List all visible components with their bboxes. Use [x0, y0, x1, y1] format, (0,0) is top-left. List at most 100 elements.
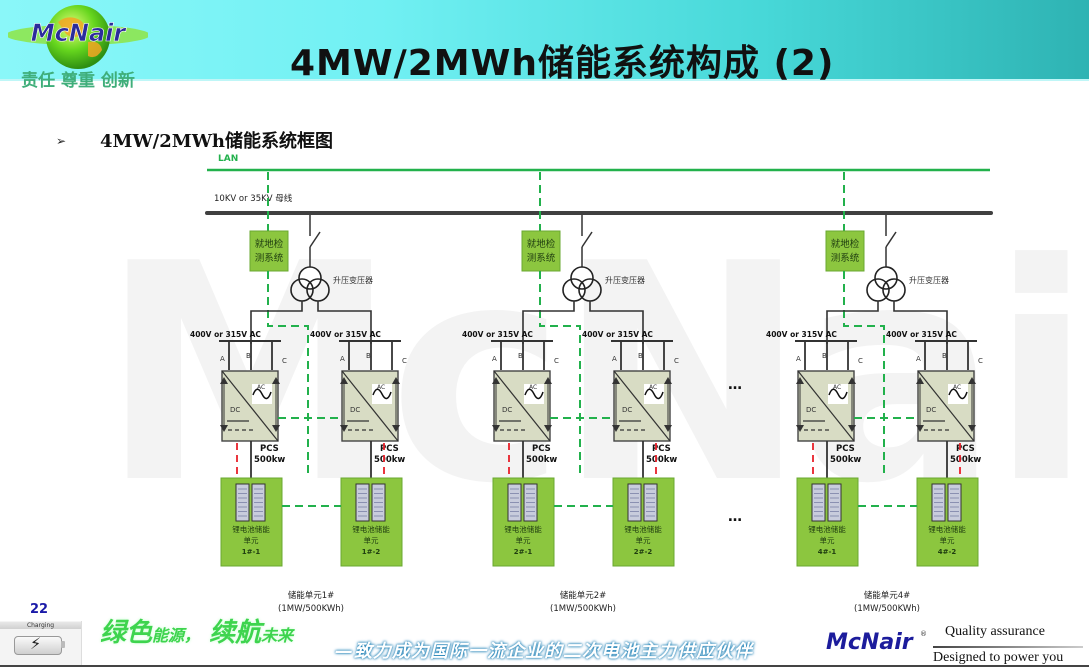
ac-tag: AC [529, 384, 537, 391]
ac-tag: AC [833, 384, 841, 391]
header-banner [0, 0, 1089, 79]
arrow-down-icon [664, 425, 672, 432]
arrow-up-icon [220, 377, 228, 384]
switch-blade-icon [309, 231, 321, 248]
slogan-green-small: 能源， [152, 626, 201, 645]
phase-label-c: C [978, 357, 983, 365]
monitor-box [249, 230, 289, 272]
phase-label-c: C [858, 357, 863, 365]
battery-label-line1: 锂电池储能 [808, 524, 846, 534]
transformer-label: 升压变压器 [333, 275, 373, 285]
pcs-power-label: 500kw [254, 455, 285, 465]
ac-voltage-label: 400V or 315V AC [310, 330, 381, 339]
section-subtitle: 4MW/2MWh储能系统框图 [100, 131, 333, 152]
arrow-down-icon [492, 425, 500, 432]
monitor-label-line1: 就地检 [831, 238, 860, 250]
pcs-power-label: 500kw [646, 455, 677, 465]
battery-label-line1: 锂电池储能 [352, 524, 390, 534]
monitor-box [521, 230, 561, 272]
battery-label-line2: 单元 [636, 535, 651, 545]
pcs-label: PCS [652, 444, 671, 454]
battery-label-line2: 单元 [516, 535, 531, 545]
battery-label-line2: 单元 [364, 535, 379, 545]
pcs-power-label: 500kw [526, 455, 557, 465]
slogan-sub: —致力成为国际一流企业的二次电池主力供应伙伴 [335, 641, 753, 662]
phase-label-c: C [554, 357, 559, 365]
battery-id: 1#-2 [362, 548, 381, 556]
lightning-bolt-icon: ⚡ [30, 634, 42, 653]
arrow-up-icon [544, 377, 552, 384]
monitor-signal-line [539, 271, 581, 478]
monitor-label-line2: 测系统 [255, 252, 284, 264]
dc-tag: DC [926, 406, 936, 414]
phase-label-a: A [612, 355, 617, 363]
arrow-up-icon [612, 377, 620, 384]
phase-label-b: B [366, 352, 371, 360]
arrow-down-icon [916, 425, 924, 432]
arrow-down-icon [612, 425, 620, 432]
switch-blade-icon [885, 231, 897, 248]
bullet-arrow-icon: ➢ [56, 134, 67, 148]
ellipsis-upper: … [728, 377, 742, 393]
battery-id: 4#-1 [818, 548, 837, 556]
battery-label-line1: 锂电池储能 [504, 524, 542, 534]
transformer-primary-coil [570, 266, 594, 290]
transformer-output-right [317, 301, 372, 344]
header-divider [0, 79, 1089, 81]
ellipsis-lower: … [728, 509, 742, 525]
battery-label-line1: 锂电池储能 [928, 524, 966, 534]
storage-unit-label: 储能单元1# [288, 590, 335, 601]
slogan-endurance-small: 未来 [261, 626, 294, 645]
arrow-down-icon [544, 425, 552, 432]
ac-sine-icon [372, 388, 392, 400]
tagline-text: Designed to power you [933, 650, 1064, 665]
arrow-down-icon [392, 425, 400, 432]
battery-id: 4#-2 [938, 548, 957, 556]
arrow-up-icon [796, 377, 804, 384]
pcs-diagonal [917, 370, 975, 442]
battery-label-line1: 锂电池储能 [232, 524, 270, 534]
monitor-signal-line [843, 271, 885, 478]
transformer-output-right [893, 301, 948, 344]
page-title: 4MW/2MWh储能系统构成 (2) [290, 43, 835, 84]
battery-label-line2: 单元 [244, 535, 259, 545]
phase-label-a: A [220, 355, 225, 363]
slogan-endurance-big: 续航 [209, 618, 262, 648]
storage-unit-spec: (1MW/500KWh) [550, 604, 616, 614]
monitor-label-line1: 就地检 [527, 238, 556, 250]
transformer-output-left [250, 301, 303, 344]
dc-tag: DC [350, 406, 360, 414]
dc-tag: DC [622, 406, 632, 414]
mcnair-globe-logo: McNair 责任 尊重 创新 [8, 5, 148, 91]
storage-unit-label: 储能单元4# [864, 590, 911, 601]
pcs-diagonal [613, 370, 671, 442]
pcs-diagonal [221, 370, 279, 442]
phase-label-a: A [796, 355, 801, 363]
phase-label-c: C [402, 357, 407, 365]
monitor-label-line2: 测系统 [831, 252, 860, 264]
arrow-up-icon [492, 377, 500, 384]
arrow-down-icon [272, 425, 280, 432]
phase-label-b: B [822, 352, 827, 360]
charging-widget: Charging ⚡ [0, 621, 82, 665]
logo-text: McNair [31, 19, 128, 47]
arrow-down-icon [968, 425, 976, 432]
registered-mark: ® [920, 630, 927, 638]
phase-label-a: A [340, 355, 345, 363]
lan-label: LAN [218, 154, 238, 164]
monitor-label-line2: 测系统 [527, 252, 556, 264]
arrow-up-icon [916, 377, 924, 384]
arrow-up-icon [340, 377, 348, 384]
battery-tip [61, 641, 65, 648]
pcs-power-label: 500kw [830, 455, 861, 465]
monitor-signal-line [267, 271, 309, 478]
pcs-label: PCS [532, 444, 551, 454]
arrow-up-icon [392, 377, 400, 384]
quality-assurance-text: Quality assurance [945, 624, 1045, 639]
